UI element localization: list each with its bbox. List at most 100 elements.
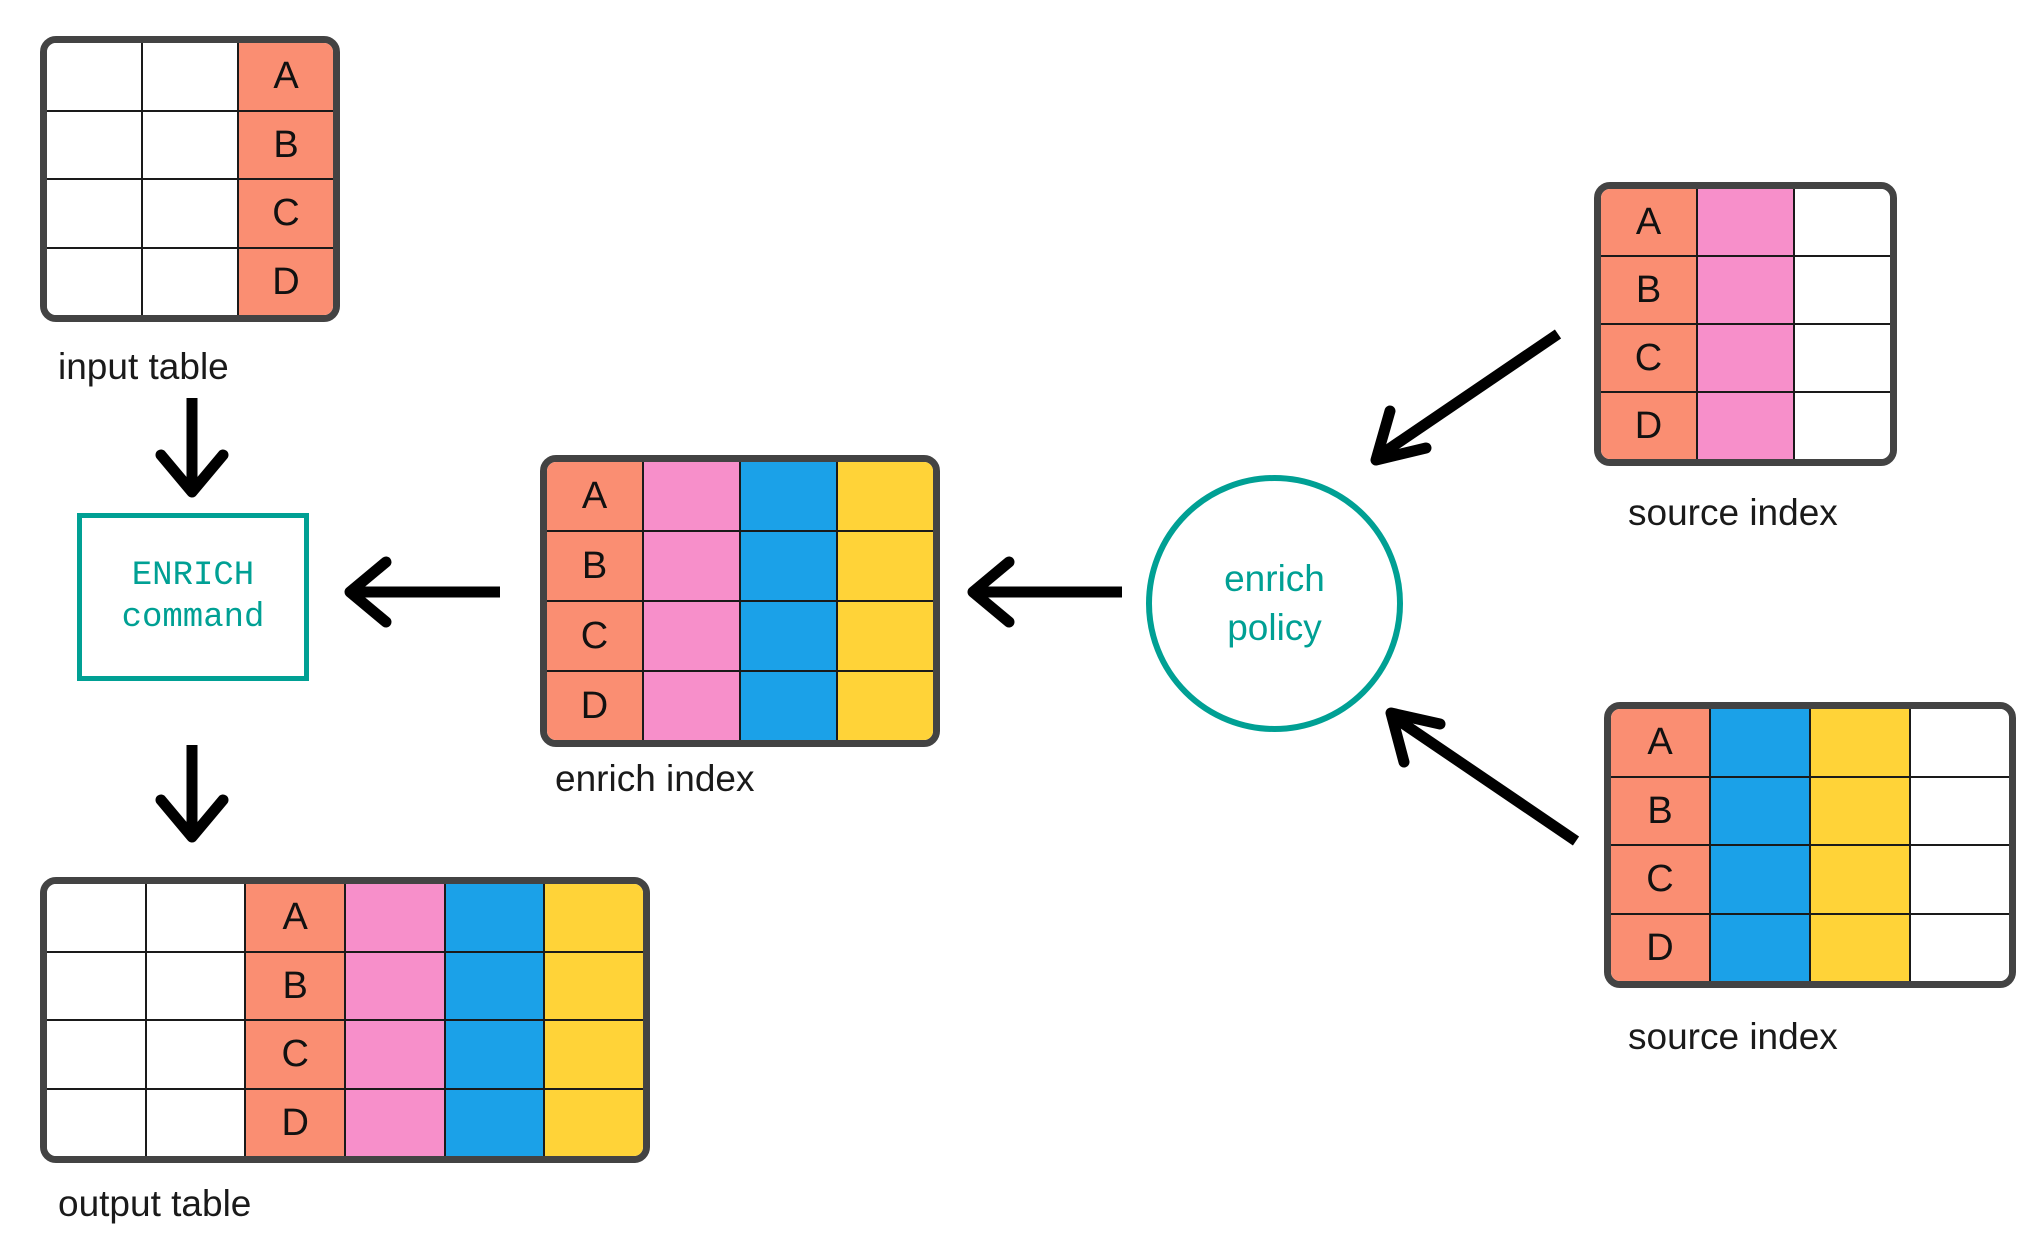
table-row: C (47, 1021, 643, 1090)
table-row: D (1601, 393, 1890, 459)
enrich-command-line1: ENRICH (131, 556, 255, 595)
table-cell (1911, 709, 2009, 776)
table-cell (741, 602, 838, 670)
table-cell (1711, 846, 1811, 913)
table-row: A (1601, 189, 1890, 257)
table-cell (1795, 393, 1890, 459)
table-row: C (1601, 325, 1890, 393)
table-cell (47, 1021, 147, 1088)
table-cell: D (239, 248, 333, 315)
table-row: D (47, 248, 333, 315)
arrow-source-index-bottom-to-policy (1385, 707, 1580, 846)
table-cell (741, 672, 838, 740)
enrich-policy-line2: policy (1227, 606, 1322, 648)
table-cell (445, 884, 546, 951)
table-cell: B (1611, 777, 1711, 844)
table-row: B (1601, 257, 1890, 325)
table-cell: C (1601, 325, 1698, 391)
table-cell (146, 1089, 247, 1156)
table-cell: D (547, 672, 644, 740)
table-cell (741, 532, 838, 600)
table-cell: D (246, 1089, 347, 1156)
table-cell (143, 248, 239, 315)
table-cell (838, 672, 933, 740)
enrich-command-line2: command (121, 599, 265, 637)
arrow-source-index-top-to-policy (1370, 329, 1562, 466)
table-row: A (547, 462, 933, 532)
table-cell: C (246, 1021, 347, 1088)
table-cell: A (547, 462, 644, 530)
table-cell (545, 1089, 643, 1156)
table-cell (47, 43, 143, 110)
table-cell (146, 884, 247, 951)
table-cell (445, 1021, 546, 1088)
table-cell (47, 952, 147, 1019)
table-cell: D (1611, 914, 1711, 981)
table-cell (346, 1021, 446, 1088)
table-cell (1911, 914, 2009, 981)
table-cell: A (1601, 189, 1698, 255)
table-cell: B (547, 532, 644, 600)
table-cell: B (246, 952, 347, 1019)
table-cell (445, 952, 546, 1019)
table-cell (445, 1089, 546, 1156)
table-cell (143, 111, 239, 178)
table-cell (1811, 709, 1911, 776)
table-cell (545, 884, 643, 951)
source-index-bottom-caption: source index (1628, 1016, 1838, 1057)
table-cell (47, 180, 143, 247)
table-row: A (1611, 709, 2009, 778)
table-row: B (547, 532, 933, 602)
table-cell (47, 111, 143, 178)
table-cell (1795, 325, 1890, 391)
table-cell (1698, 257, 1795, 323)
table-row: D (1611, 914, 2009, 981)
table-cell (1911, 846, 2009, 913)
table-cell (545, 952, 643, 1019)
table-cell (838, 602, 933, 670)
table-cell (346, 1089, 446, 1156)
table-cell (346, 952, 446, 1019)
table-cell (644, 462, 741, 530)
table-cell (838, 532, 933, 600)
enrich-policy-node[interactable]: enrich policy (1146, 475, 1403, 732)
enrich-command-box[interactable]: ENRICH command (77, 513, 309, 681)
table-row: B (1611, 777, 2009, 846)
table-row: A (47, 884, 643, 953)
table-cell: D (1601, 393, 1698, 459)
table-cell (1911, 777, 2009, 844)
table-cell (1711, 709, 1811, 776)
table-cell (1811, 777, 1911, 844)
table-row: D (547, 672, 933, 740)
enrich-policy-line1: enrich (1224, 558, 1325, 600)
table-row: C (1611, 846, 2009, 915)
table-cell (1698, 393, 1795, 459)
table-cell (1698, 325, 1795, 391)
table-cell: B (239, 111, 333, 178)
table-cell (47, 884, 147, 951)
table-cell: C (547, 602, 644, 670)
table-cell (1795, 257, 1890, 323)
table-row: B (47, 952, 643, 1021)
table-row: B (47, 111, 333, 180)
table-row: D (47, 1089, 643, 1156)
arrow-input-to-command (155, 398, 229, 498)
table-cell (741, 462, 838, 530)
table-cell (838, 462, 933, 530)
table-cell (644, 672, 741, 740)
table-cell (1795, 189, 1890, 255)
table-cell (146, 952, 247, 1019)
table-cell: C (1611, 846, 1711, 913)
table-cell (346, 884, 446, 951)
table-row: C (47, 180, 333, 249)
table-cell (644, 602, 741, 670)
table-row: C (547, 602, 933, 672)
output-table-caption: output table (58, 1183, 252, 1224)
table-cell (47, 1089, 147, 1156)
